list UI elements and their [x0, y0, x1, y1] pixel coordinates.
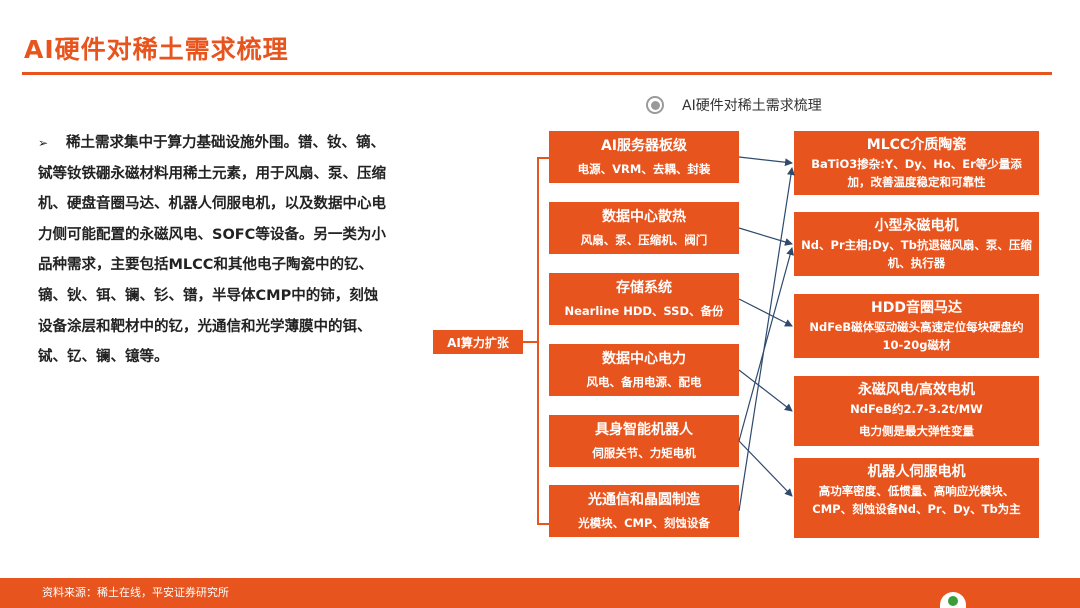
arrow-power-to-wind	[738, 369, 793, 412]
arrow-server-to-mlcc	[738, 156, 793, 167]
middle-node-server-board: AI服务器板级 电源、VRM、去耦、封装	[549, 131, 739, 183]
right-node-sub: 高功率密度、低惯量、高响应光模块、CMP、刻蚀设备Nd、Pr、Dy、Tb为主	[812, 484, 1021, 516]
right-node-title: 机器人伺服电机	[867, 464, 966, 480]
middle-node-power: 数据中心电力 风电、备用电源、配电	[549, 344, 739, 396]
right-node-wind-motor: 永磁风电/高效电机 NdFeB约2.7-3.2t/MW 电力侧是最大弹性变量	[794, 376, 1039, 446]
arrow-optical-to-mlcc	[738, 167, 795, 512]
middle-node-title: AI服务器板级	[600, 138, 688, 154]
middle-node-title: 数据中心散热	[602, 209, 686, 225]
right-node-mlcc: MLCC介质陶瓷 BaTiO3掺杂:Y、Dy、Ho、Er等少量添加，改善温度稳定…	[794, 131, 1039, 195]
title-divider	[22, 72, 1052, 75]
footer-bar	[0, 578, 1080, 608]
page-title: AI硬件对稀土需求梳理	[24, 35, 289, 64]
middle-node-sub: 风电、备用电源、配电	[586, 375, 702, 389]
middle-node-robot: 具身智能机器人 伺服关节、力矩电机	[549, 415, 739, 467]
middle-node-title: 数据中心电力	[602, 351, 686, 367]
bullet-arrow-icon: ➢	[38, 136, 49, 150]
right-node-title: MLCC介质陶瓷	[866, 137, 967, 153]
right-node-small-motor: 小型永磁电机 Nd、Pr主相;Dy、Tb抗退磁风扇、泵、压缩机、执行器	[794, 212, 1039, 276]
right-node-sub: Nd、Pr主相;Dy、Tb抗退磁风扇、泵、压缩机、执行器	[801, 238, 1032, 270]
right-node-sub: NdFeB磁体驱动磁头高速定位每块硬盘约10-20g磁材	[809, 320, 1024, 352]
arrow-robot-to-motor	[738, 247, 795, 442]
root-connector	[523, 341, 537, 343]
right-node-servo-motor: 机器人伺服电机 高功率密度、低惯量、高响应光模块、CMP、刻蚀设备Nd、Pr、D…	[794, 458, 1039, 538]
root-node: AI算力扩张	[433, 330, 523, 354]
arrow-robot-to-servo	[738, 440, 793, 497]
right-node-title: 小型永磁电机	[874, 218, 959, 234]
middle-node-cooling: 数据中心散热 风扇、泵、压缩机、阀门	[549, 202, 739, 254]
right-node-sub: NdFeB约2.7-3.2t/MW	[850, 402, 983, 416]
legend-label: AI硬件对稀土需求梳理	[682, 98, 822, 114]
right-node-sub: BaTiO3掺杂:Y、Dy、Ho、Er等少量添加，改善温度稳定和可靠性	[811, 157, 1022, 189]
right-node-sub-note: 电力侧是最大弹性变量	[859, 424, 974, 438]
middle-node-title: 光通信和晶圆制造	[588, 492, 700, 508]
right-node-hdd-vcm: HDD音圈马达 NdFeB磁体驱动磁头高速定位每块硬盘约10-20g磁材	[794, 294, 1039, 358]
summary-paragraph: ➢ 稀土需求集中于算力基础设施外围。镨、钕、镝、铽等钕铁硼永磁材料用稀土元素，用…	[38, 128, 388, 373]
branch-bracket	[537, 157, 551, 525]
footer-source: 资料来源：稀土在线，平安证券研究所	[42, 586, 229, 599]
right-node-title: 永磁风电/高效电机	[857, 382, 976, 398]
middle-node-sub: 光模块、CMP、刻蚀设备	[578, 516, 710, 530]
middle-node-sub: 伺服关节、力矩电机	[592, 446, 696, 460]
diagram-legend: AI硬件对稀土需求梳理	[646, 95, 822, 115]
radio-target-icon	[646, 96, 664, 114]
logo-icon	[940, 592, 966, 608]
middle-node-optical-wafer: 光通信和晶圆制造 光模块、CMP、刻蚀设备	[549, 485, 739, 537]
right-node-title: HDD音圈马达	[871, 300, 962, 316]
arrow-cooling-to-motor	[738, 227, 793, 246]
arrow-storage-to-hdd	[738, 298, 793, 327]
middle-node-title: 存储系统	[616, 280, 672, 296]
middle-node-sub: 风扇、泵、压缩机、阀门	[580, 233, 708, 247]
middle-node-sub: 电源、VRM、去耦、封装	[577, 162, 711, 176]
summary-text: 稀土需求集中于算力基础设施外围。镨、钕、镝、铽等钕铁硼永磁材料用稀土元素，用于风…	[38, 135, 386, 366]
middle-node-storage: 存储系统 Nearline HDD、SSD、备份	[549, 273, 739, 325]
middle-node-sub: Nearline HDD、SSD、备份	[564, 304, 724, 318]
middle-node-title: 具身智能机器人	[595, 422, 693, 438]
